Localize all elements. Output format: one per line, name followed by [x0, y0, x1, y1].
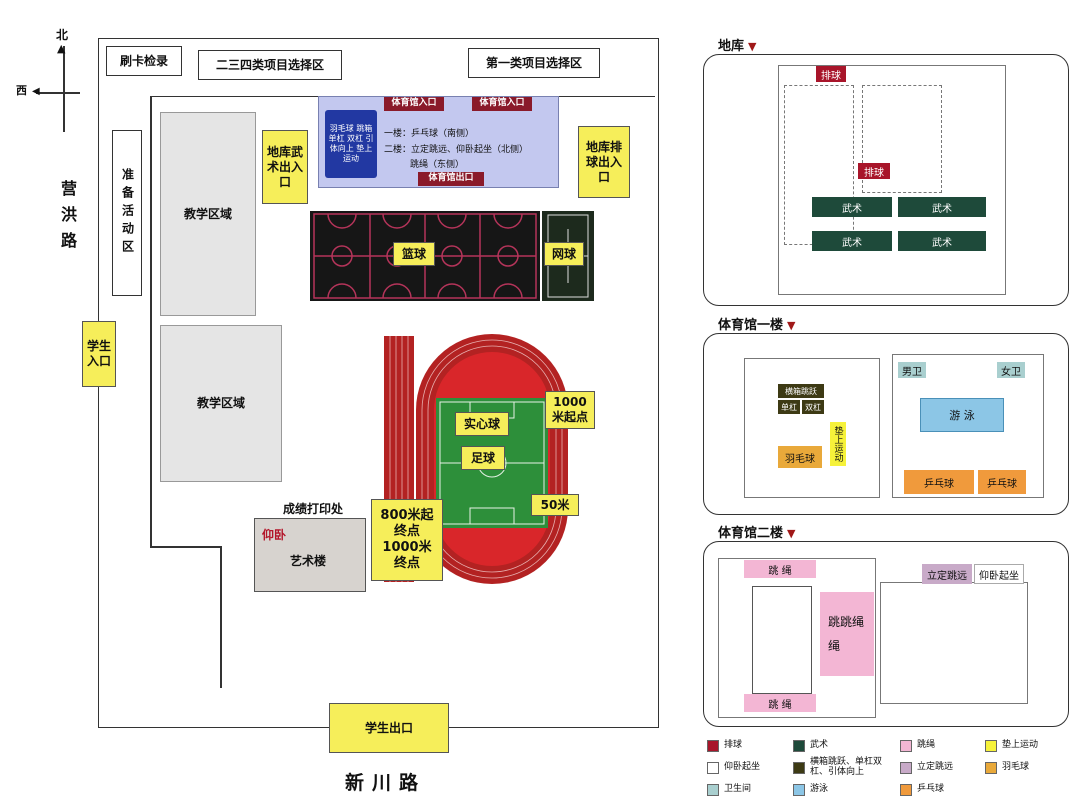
- legend-item: 横箱跳跃、单杠双杠、引体向上: [793, 757, 897, 778]
- legend-item: 乒乓球: [900, 784, 980, 796]
- road-south-label: 新川路: [345, 772, 427, 794]
- panel-basement-title: 地库▼: [718, 39, 757, 54]
- floor2-rope-bottom: 跳 绳: [744, 694, 816, 712]
- medicine-ball-label: 实心球: [455, 412, 509, 436]
- floor2-rope-top: 跳 绳: [744, 560, 816, 578]
- compass-west-label: 西: [16, 84, 27, 97]
- score-print-label: 成绩打印处: [283, 502, 344, 516]
- legend-swatch: [707, 762, 719, 774]
- compass-vertical-line: [63, 46, 65, 132]
- floor2-long-jump: 立定跳远: [922, 564, 972, 584]
- legend-swatch: [793, 761, 805, 774]
- floor2-rope-mid: 跳跳绳绳: [820, 592, 874, 676]
- gym-line-3: 跳绳（东侧）: [410, 160, 465, 170]
- panel-floor2: 跳 绳 跳 绳 跳跳绳绳 立定跳远 仰卧起坐: [703, 541, 1069, 727]
- legend-swatch: [985, 740, 997, 752]
- floor1-equip-1: 横箱跳跃: [778, 384, 824, 398]
- basement-parking-grid-2: [862, 85, 942, 193]
- teaching-area-1: 教学区域: [160, 112, 256, 316]
- prep-area-box: 准备活动区: [112, 130, 142, 296]
- floor1-badminton: 羽毛球: [778, 446, 822, 468]
- legend-swatch: [793, 784, 805, 796]
- basement-wushu-3: 武术: [812, 231, 892, 251]
- legend-item: 立定跳远: [900, 762, 980, 774]
- basement-wushu-1: 武术: [812, 197, 892, 217]
- basement-wushu-4: 武术: [898, 231, 986, 251]
- panel-basement: 排球 排球 武术 武术 武术 武术: [703, 54, 1069, 306]
- legend-swatch: [707, 740, 719, 752]
- legend-swatch: [985, 762, 997, 774]
- m1000-start-label: 1000米起点: [545, 391, 595, 429]
- floor1-women-restroom: 女卫: [997, 362, 1025, 378]
- gym-line-1: 一楼：乒乓球（南侧）: [384, 129, 475, 139]
- floor1-men-restroom: 男卫: [898, 362, 926, 378]
- basement-volley-2: 排球: [858, 163, 890, 179]
- legend-swatch: [793, 740, 805, 752]
- legend-swatch: [900, 784, 912, 796]
- legend-item: 跳绳: [900, 740, 980, 752]
- sit-reach-label: 仰卧: [262, 528, 287, 542]
- art-building-label: 艺术楼: [290, 554, 327, 568]
- floor1-pingpong-2: 乒乓球: [978, 470, 1026, 494]
- legend-item: 武术: [793, 740, 893, 752]
- m50-label: 50米: [531, 494, 579, 516]
- compass-north-label: 北: [56, 28, 69, 42]
- teaching-area-2: 教学区域: [160, 325, 282, 482]
- legend-swatch: [707, 784, 719, 796]
- card-check-box: 刷卡检录: [106, 46, 182, 76]
- inner-road-left-line: [150, 96, 152, 546]
- student-entrance: 学生入口: [82, 321, 116, 387]
- floor2-plan-right: [880, 582, 1028, 704]
- legend-item: 羽毛球: [985, 762, 1075, 774]
- tennis-label: 网球: [544, 242, 584, 266]
- road-east-label: 营洪路: [58, 180, 77, 258]
- basement-parking-grid: [784, 85, 854, 245]
- triangle-down-icon: ▼: [787, 527, 796, 540]
- legend-item: 垫上运动: [985, 740, 1075, 752]
- floor1-equip-3: 双杠: [802, 400, 824, 414]
- triangle-down-icon: ▼: [748, 40, 757, 53]
- gym-entrance-left: 体育馆入口: [384, 97, 444, 111]
- floor1-mat: 垫上运动: [830, 422, 846, 466]
- legend-item: 排球: [707, 740, 797, 752]
- compass-west-arrow-icon: ◀: [32, 86, 40, 97]
- legend-swatch: [900, 740, 912, 752]
- student-exit: 学生出口: [329, 703, 449, 753]
- football-label: 足球: [461, 446, 505, 470]
- basement-volley-entrance: 地库排球出入口: [578, 126, 630, 198]
- gym-inner-box: 羽毛球 跳箱 单杠 双杠 引体向上 垫上运动: [325, 110, 377, 178]
- floor1-swim: 游 泳: [920, 398, 1004, 432]
- compass-horizontal-line: [36, 92, 80, 94]
- basement-floorplan: [778, 65, 1006, 295]
- panel-floor2-title: 体育馆二楼▼: [718, 526, 796, 541]
- art-building: [254, 518, 366, 592]
- basement-volley-1: 排球: [816, 66, 846, 82]
- floor2-plan-court: [752, 586, 812, 694]
- basement-wushu-entrance: 地库武术出入口: [262, 130, 308, 204]
- floor1-plan-right: [892, 354, 1044, 498]
- floor1-pingpong-1: 乒乓球: [904, 470, 974, 494]
- compass-north-arrow-icon: ▲: [57, 42, 66, 55]
- gym-entrance-right: 体育馆入口: [472, 97, 532, 111]
- m800-label: 800米起终点1000米终点: [371, 499, 443, 581]
- basketball-label: 篮球: [393, 242, 435, 266]
- panel-floor1: 男卫 女卫 横箱跳跃 单杠 双杠 羽毛球 垫上运动 游 泳 乒乓球 乒乓球: [703, 333, 1069, 515]
- legend-item: 仰卧起坐: [707, 762, 791, 774]
- zone-234-box: 二三四类项目选择区: [198, 50, 342, 80]
- basement-wushu-2: 武术: [898, 197, 986, 217]
- inner-road-left-lower: [150, 546, 220, 548]
- triangle-down-icon: ▼: [787, 319, 796, 332]
- zone-1-box: 第一类项目选择区: [468, 48, 600, 78]
- legend-item: 卫生间: [707, 784, 791, 796]
- legend-swatch: [900, 762, 912, 774]
- floor1-equip-2: 单杠: [778, 400, 800, 414]
- floor1-plan-left: [744, 358, 880, 498]
- floor2-plan-left: [718, 558, 876, 718]
- gym-exit-bottom: 体育馆出口: [418, 172, 484, 186]
- legend-item: 游泳: [793, 784, 893, 796]
- panel-floor1-title: 体育馆一楼▼: [718, 318, 796, 333]
- inner-road-left-lower-v: [220, 546, 222, 688]
- floor2-situp: 仰卧起坐: [974, 564, 1024, 584]
- gym-line-2: 二楼：立定跳远、仰卧起坐（北侧）: [384, 145, 529, 155]
